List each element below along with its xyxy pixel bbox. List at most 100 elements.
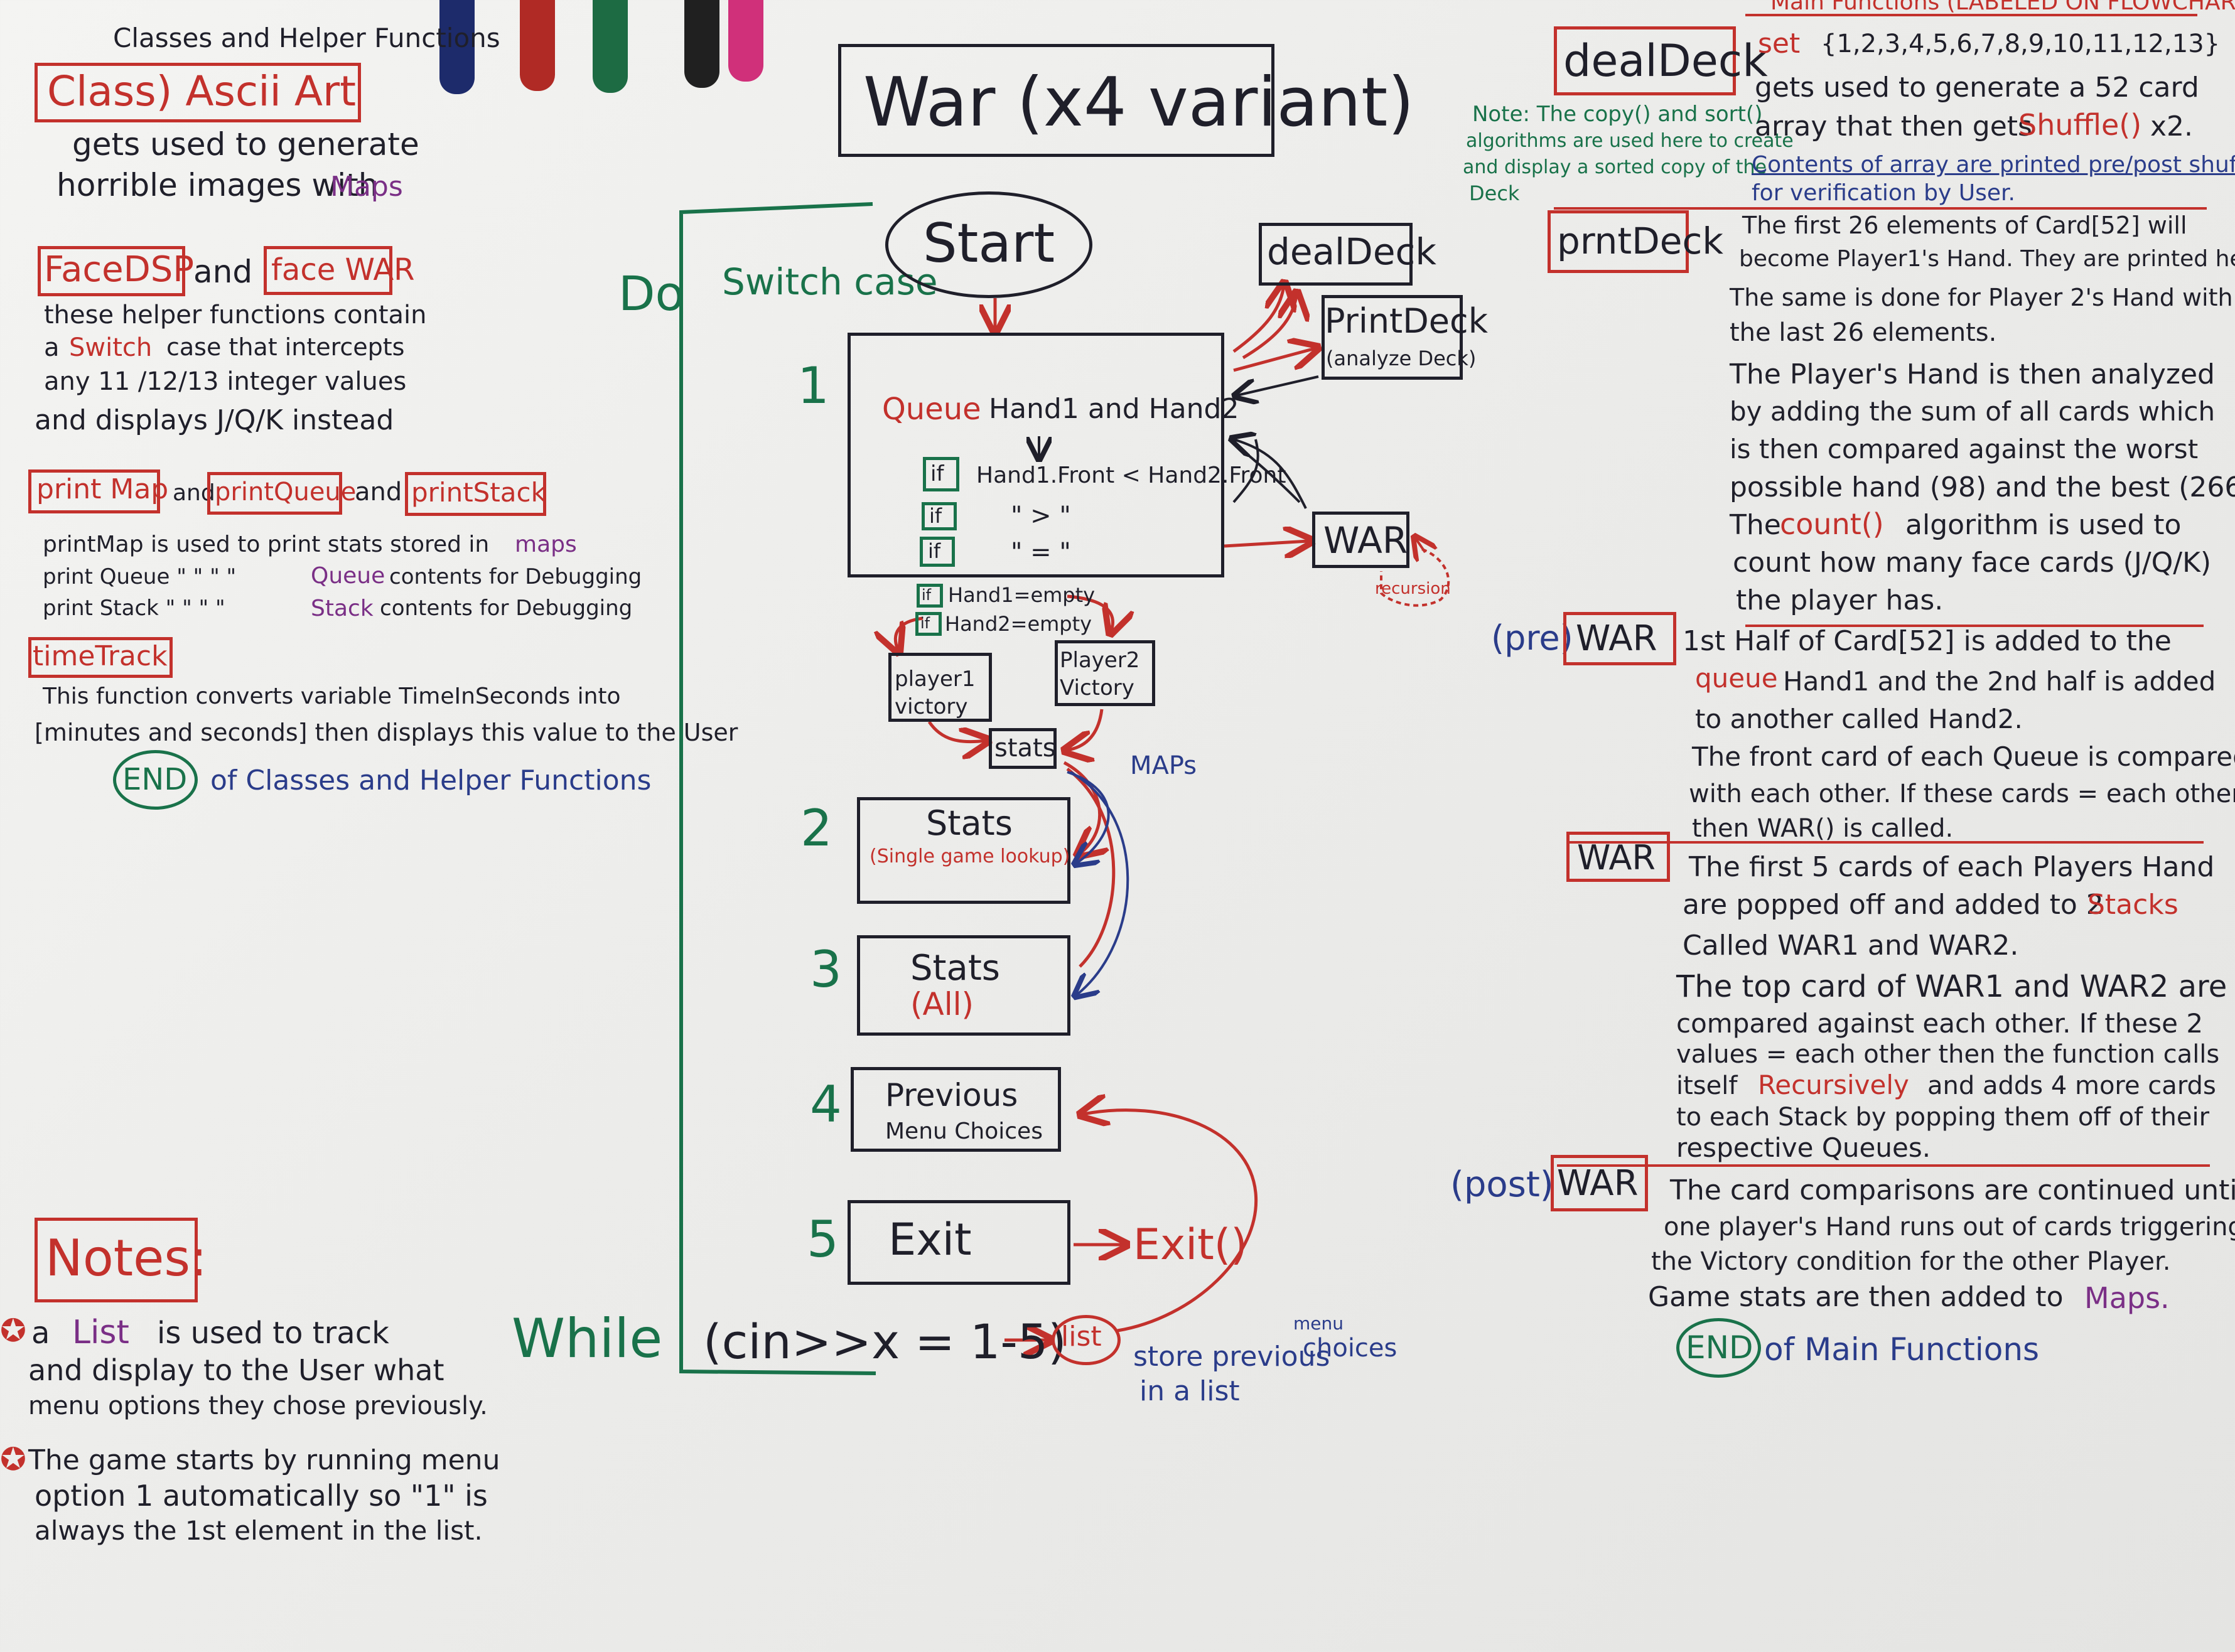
print-desc-3b: Stack (311, 596, 374, 621)
war2-2b: Stacks (2087, 889, 2178, 921)
right-end-text: of Main Functions (1764, 1331, 2040, 1368)
prnt-11: the player has. (1736, 584, 1944, 616)
war2-7b: Recursively (1758, 1070, 1909, 1100)
war-label-1: WAR (1576, 618, 1657, 659)
prnt-3: The same is done for Player 2's Hand wit… (1730, 284, 2233, 311)
print-desc-3a: print Stack " " " " (43, 596, 225, 621)
hand2-empty: Hand2=empty (945, 612, 1092, 636)
note2-star-icon: ✪ (0, 1441, 26, 1478)
green-note-2: algorithms are used here to create (1466, 130, 1794, 152)
case-number-1: 1 (797, 357, 829, 415)
green-marker (593, 0, 628, 93)
war-box-1 (1563, 612, 1676, 665)
printdeck-flow-label: PrintDeck (1325, 301, 1488, 341)
prnt-10: count how many face cards (J/Q/K) (1733, 547, 2212, 579)
prnt-7: is then compared against the worst (1730, 434, 2199, 464)
while-label: While (512, 1307, 663, 1370)
analyzedeck-flow-label: (analyze Deck) (1326, 346, 1477, 370)
previous-sub: Menu Choices (885, 1118, 1043, 1144)
and-text-1: and (193, 254, 253, 290)
stats-single-title: Stats (926, 803, 1013, 843)
if-row-3: " = " (1011, 538, 1071, 567)
deal-2: gets used to generate a 52 card (1755, 72, 2199, 104)
war1-2b: Hand1 and the 2nd half is added (1783, 666, 2216, 697)
war1-2a: queue (1695, 663, 1778, 694)
war2-9: respective Queues. (1676, 1132, 1931, 1163)
war3-2: one player's Hand runs out of cards trig… (1664, 1213, 2235, 1242)
ascii-desc-maps: Maps (330, 171, 403, 203)
left-end-oval (113, 750, 198, 810)
war1-1: 1st Half of Card[52] is added to the (1683, 625, 2172, 657)
note1-star-icon: ✪ (0, 1312, 26, 1349)
print-desc-1a: printMap is used to print stats stored i… (43, 532, 490, 557)
printqueue-box (207, 472, 342, 515)
diagram-title: War (x4 variant) (863, 63, 1414, 142)
start-label: Start (923, 212, 1055, 275)
war2-7c: and adds 4 more cards (1927, 1071, 2216, 1100)
war2-3: Called WAR1 and WAR2. (1683, 930, 2019, 962)
prnt-6: by adding the sum of all cards which (1730, 396, 2216, 427)
blue-marker (439, 0, 475, 94)
left-end-label: END (122, 762, 188, 797)
store-note-1: store previous (1133, 1341, 1330, 1373)
if-box-1 (923, 457, 959, 491)
dealdeck-box (1554, 26, 1736, 95)
do-label: Do (618, 266, 685, 321)
printstack-box (405, 472, 546, 516)
notes-box (35, 1218, 198, 1302)
store-note-3: in a list (1139, 1375, 1240, 1407)
stats-small-label: stats (994, 734, 1056, 763)
war3-1: The card comparisons are continued until (1670, 1174, 2235, 1206)
prnt-9b: count() (1780, 507, 1884, 541)
war1-4: The front card of each Queue is compared (1692, 741, 2235, 772)
war-box-2 (1566, 832, 1670, 882)
war-label-3: WAR (1557, 1163, 1639, 1204)
stats-all-sub: (All) (910, 986, 974, 1022)
war3-4b: Maps. (2084, 1281, 2170, 1315)
war3-4a: Game stats are then added to (1648, 1281, 2064, 1313)
if-label-3: if (928, 539, 941, 563)
prnt-1: The first 26 elements of Card[52] will (1742, 212, 2187, 239)
if-label-1: if (930, 461, 944, 486)
store-note-menu: menu (1293, 1313, 1344, 1334)
dealdeck-rule (1554, 207, 2207, 210)
note2-c: always the 1st element in the list. (35, 1515, 483, 1546)
queue-hands: Hand1 and Hand2 (989, 393, 1239, 425)
stats-all-box (857, 935, 1070, 1036)
prntdeck-box (1548, 210, 1689, 273)
war1-5: with each other. If these cards = each o… (1689, 780, 2235, 808)
ascii-desc-1: gets used to generate (72, 126, 419, 163)
face-desc-4: and displays J/Q/K instead (35, 404, 394, 436)
facewar-label: face WAR (271, 252, 415, 287)
face-desc-2c: case that intercepts (166, 333, 405, 361)
if-box-3 (920, 537, 955, 567)
prnt-9a: The (1730, 509, 1781, 541)
prntdeck-rule (1745, 625, 2204, 627)
deal-3a: array that then gets (1755, 110, 2032, 142)
face-desc-1: these helper functions contain (44, 301, 427, 330)
if-label-2: if (929, 504, 942, 528)
title-box (838, 44, 1274, 157)
print-desc-3c: contents for Debugging (380, 596, 633, 621)
war3-3: the Victory condition for the other Play… (1651, 1247, 2171, 1276)
war2-5: compared against each other. If these 2 (1676, 1008, 2204, 1039)
note2-b: option 1 automatically so "1" is (35, 1479, 488, 1513)
queue-word: Queue (882, 392, 981, 427)
war1-rule (1566, 841, 2204, 844)
note1-b: List (72, 1314, 129, 1351)
war1-6: then WAR() is called. (1692, 814, 1954, 843)
previous-title: Previous (885, 1077, 1018, 1113)
and-text-3: and (355, 478, 402, 507)
print-desc-2b: Queue (311, 563, 385, 589)
green-note-4: Deck (1469, 181, 1520, 205)
printmap-box (28, 469, 160, 513)
printqueue-label: printQueue (215, 478, 357, 507)
war2-6: values = each other then the function ca… (1676, 1040, 2220, 1069)
war-label-2: WAR (1577, 838, 1656, 877)
timetrack-box (28, 637, 173, 678)
prnt-2: become Player1's Hand. They are printed … (1739, 246, 2235, 272)
time-desc-1: This function converts variable TimeInSe… (43, 684, 621, 709)
deal-5: for verification by User. (1752, 180, 2015, 206)
note1-a: a (31, 1316, 50, 1351)
